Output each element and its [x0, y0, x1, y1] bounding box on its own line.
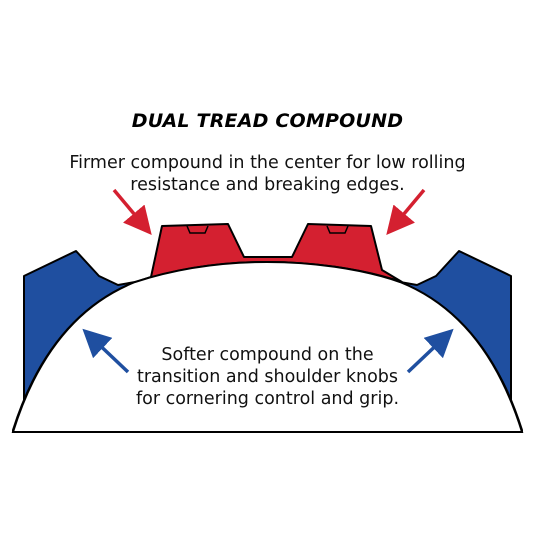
soft-compound-line-1: Softer compound on the — [161, 345, 374, 365]
right-knob-detail — [326, 225, 349, 234]
firm-compound-arrow-left — [112, 188, 152, 236]
soft-compound-line-3: for cornering control and grip. — [135, 389, 400, 409]
left-knob-detail — [186, 225, 209, 234]
firm-compound-arrow-right — [386, 188, 426, 236]
soft-compound-arrow-right — [406, 328, 454, 374]
soft-compound-line-2: transition and shoulder knobs — [136, 367, 399, 387]
soft-compound-arrow-left — [82, 328, 130, 374]
tire-casing-inner — [11, 260, 524, 433]
firm-compound-caption: Firmer compound in the center for low ro… — [0, 152, 535, 196]
diagram-title: DUAL TREAD COMPOUND — [131, 110, 404, 132]
firm-compound-line-1: Firmer compound in the center for low ro… — [69, 153, 466, 173]
firm-compound-line-2: resistance and breaking edges. — [130, 175, 405, 195]
soft-compound-caption: Softer compound on the transition and sh… — [0, 344, 535, 410]
